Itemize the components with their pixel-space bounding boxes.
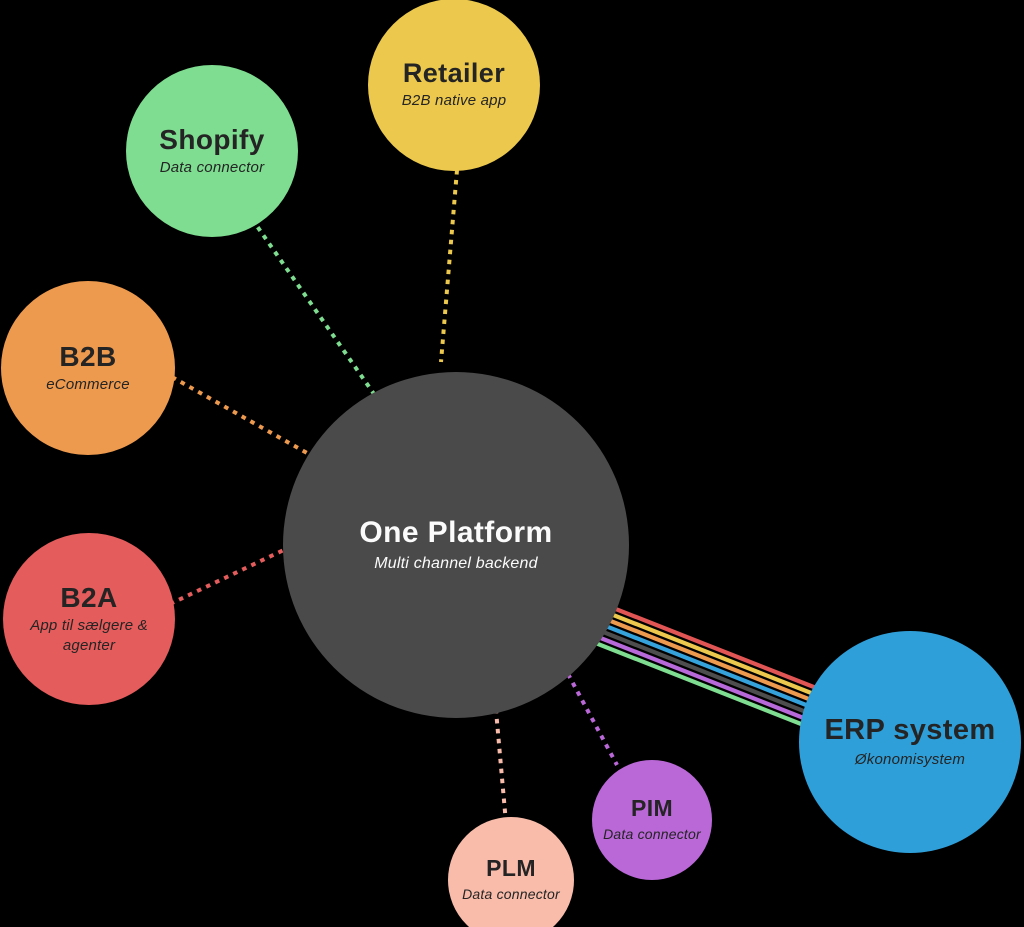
node-erp: ERP system Økonomisystem xyxy=(799,631,1021,853)
node-one-platform-title: One Platform xyxy=(359,515,553,549)
node-b2a: B2A App til sælgere & agenter xyxy=(3,533,175,705)
connector-plm-one-platform xyxy=(493,698,508,824)
node-retailer: Retailer B2B native app xyxy=(368,0,540,171)
node-b2a-label: B2A App til sælgere & agenter xyxy=(15,582,163,657)
node-b2a-title: B2A xyxy=(60,581,118,613)
node-plm-label: PLM Data connector xyxy=(462,855,560,904)
node-pim-label: PIM Data connector xyxy=(603,795,701,844)
node-b2b-title: B2B xyxy=(59,340,117,372)
node-retailer-label: Retailer B2B native app xyxy=(402,58,507,111)
node-shopify-title: Shopify xyxy=(159,123,265,155)
node-erp-label: ERP system Økonomisystem xyxy=(824,714,995,770)
connector-shopify-one-platform xyxy=(250,217,376,396)
connector-pim-one-platform xyxy=(566,673,619,766)
node-pim-title: PIM xyxy=(630,795,674,822)
node-b2b: B2B eCommerce xyxy=(1,281,175,455)
node-retailer-title: Retailer xyxy=(402,58,506,89)
node-erp-title: ERP system xyxy=(824,714,996,747)
node-shopify-subtitle: Data connector xyxy=(159,159,265,177)
node-retailer-subtitle: B2B native app xyxy=(401,92,507,110)
node-plm: PLM Data connector xyxy=(448,817,574,927)
node-b2b-label: B2B eCommerce xyxy=(46,341,130,396)
node-one-platform-label: One Platform Multi channel backend xyxy=(359,516,552,574)
node-pim-subtitle: Data connector xyxy=(603,825,701,842)
node-plm-subtitle: Data connector xyxy=(462,885,560,902)
node-b2b-subtitle: eCommerce xyxy=(46,376,130,394)
node-b2a-subtitle: App til sælgere & agenter xyxy=(30,616,148,655)
node-shopify: Shopify Data connector xyxy=(126,65,298,237)
node-one-platform-subtitle: Multi channel backend xyxy=(374,554,538,572)
node-one-platform: One Platform Multi channel backend xyxy=(283,372,629,718)
node-shopify-label: Shopify Data connector xyxy=(159,124,264,179)
node-pim: PIM Data connector xyxy=(592,760,712,880)
connector-b2b-one-platform xyxy=(171,375,308,455)
connector-b2a-one-platform xyxy=(169,545,291,606)
node-plm-title: PLM xyxy=(486,855,536,882)
connector-retailer-one-platform xyxy=(439,169,459,363)
node-erp-subtitle: Økonomisystem xyxy=(854,750,966,768)
